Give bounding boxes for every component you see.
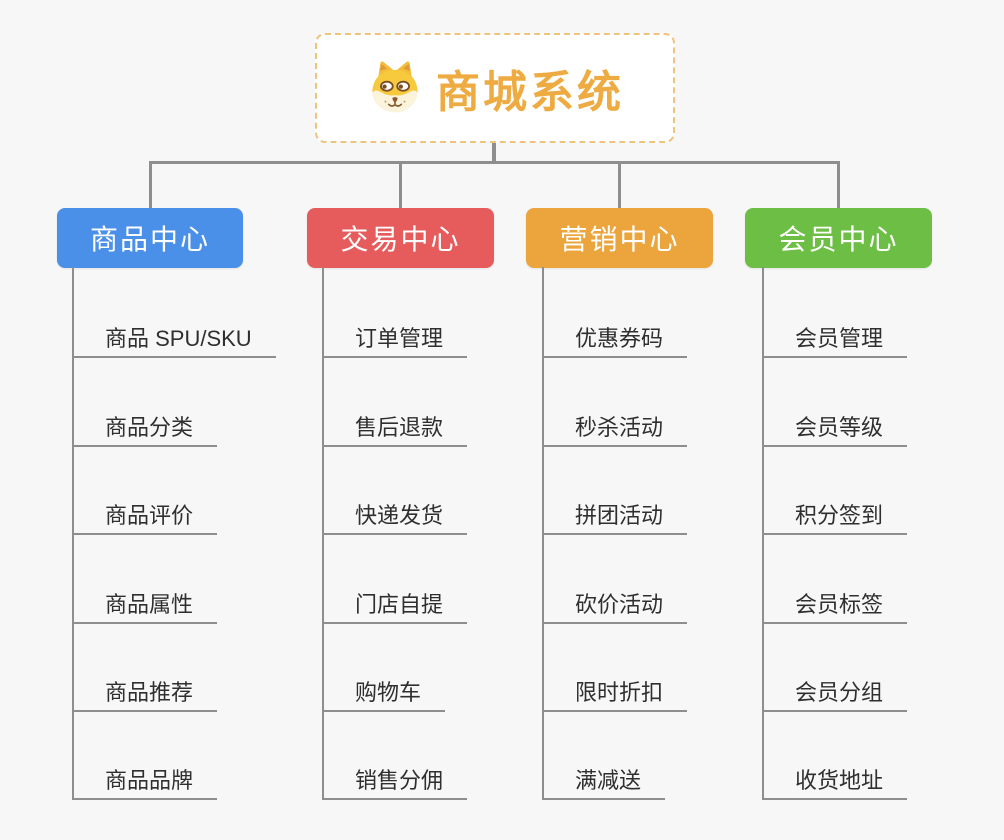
leaf-label: 限时折扣 (575, 680, 664, 705)
leaf-label: 商品品牌 (105, 768, 194, 793)
leaf-label: 商品分类 (105, 415, 194, 440)
leaf-label: 会员标签 (795, 592, 884, 617)
leaf-node[interactable]: 会员管理 (762, 322, 908, 358)
leaf-node[interactable]: 购物车 (322, 676, 446, 712)
leaf-label: 会员等级 (795, 415, 884, 440)
leaf-node[interactable]: 收货地址 (762, 764, 908, 800)
leaf-node[interactable]: 秒杀活动 (542, 411, 688, 447)
leaf-label: 购物车 (355, 680, 422, 705)
leaf-label: 商品 SPU/SKU (105, 326, 252, 351)
leaf-label: 积分签到 (795, 503, 884, 528)
branch-node-products[interactable]: 商品中心 (57, 208, 243, 268)
leaf-node[interactable]: 商品推荐 (72, 676, 218, 712)
branch-label: 商品中心 (89, 224, 210, 255)
leaf-node[interactable]: 优惠券码 (542, 322, 688, 358)
connector-drop-2 (399, 161, 402, 209)
connector-drop-1 (149, 161, 152, 209)
branch-label: 交易中心 (340, 224, 461, 255)
leaf-node[interactable]: 商品评价 (72, 499, 218, 535)
leaf-node[interactable]: 积分签到 (762, 499, 908, 535)
leaf-label: 销售分佣 (355, 768, 444, 793)
leaf-label: 满减送 (575, 768, 642, 793)
connector-drop-4 (837, 161, 840, 209)
connector-drop-3 (618, 161, 621, 209)
leaf-node[interactable]: 售后退款 (322, 411, 468, 447)
leaf-label: 售后退款 (355, 415, 444, 440)
root-node[interactable]: 商城系统 (315, 33, 675, 143)
leaf-node[interactable]: 商品属性 (72, 588, 218, 624)
leaf-node[interactable]: 会员标签 (762, 588, 908, 624)
leaf-label: 会员分组 (795, 680, 884, 705)
leaf-label: 砍价活动 (575, 592, 664, 617)
leaf-label: 商品推荐 (105, 680, 194, 705)
leaf-label: 优惠券码 (575, 326, 664, 351)
leaf-node[interactable]: 砍价活动 (542, 588, 688, 624)
leaf-node[interactable]: 商品 SPU/SKU (72, 322, 276, 358)
leaf-label: 会员管理 (795, 326, 884, 351)
leaf-node[interactable]: 门店自提 (322, 588, 468, 624)
leaf-node[interactable]: 销售分佣 (322, 764, 468, 800)
leaf-label: 秒杀活动 (575, 415, 664, 440)
branch-node-marketing[interactable]: 营销中心 (526, 208, 713, 268)
leaf-node[interactable]: 拼团活动 (542, 499, 688, 535)
leaf-node[interactable]: 商品分类 (72, 411, 218, 447)
connector-horizontal (149, 161, 840, 164)
leaf-node[interactable]: 会员分组 (762, 676, 908, 712)
leaf-node[interactable]: 商品品牌 (72, 764, 218, 800)
leaf-label: 订单管理 (355, 326, 444, 351)
branch-node-trade[interactable]: 交易中心 (307, 208, 494, 268)
leaf-node[interactable]: 满减送 (542, 764, 666, 800)
branch-label: 营销中心 (559, 224, 680, 255)
leaf-node[interactable]: 订单管理 (322, 322, 468, 358)
branch-node-members[interactable]: 会员中心 (745, 208, 932, 268)
branch-label: 会员中心 (778, 224, 899, 255)
leaf-label: 拼团活动 (575, 503, 664, 528)
leaf-label: 快递发货 (355, 503, 444, 528)
leaf-node[interactable]: 快递发货 (322, 499, 468, 535)
root-node-label: 商城系统 (436, 68, 624, 117)
leaf-label: 商品属性 (105, 592, 194, 617)
dog-logo-icon (372, 61, 418, 113)
connector-root-stub (492, 142, 496, 164)
leaf-node[interactable]: 限时折扣 (542, 676, 688, 712)
leaf-label: 商品评价 (105, 503, 194, 528)
leaf-label: 收货地址 (795, 768, 884, 793)
leaf-label: 门店自提 (355, 592, 444, 617)
leaf-node[interactable]: 会员等级 (762, 411, 908, 447)
